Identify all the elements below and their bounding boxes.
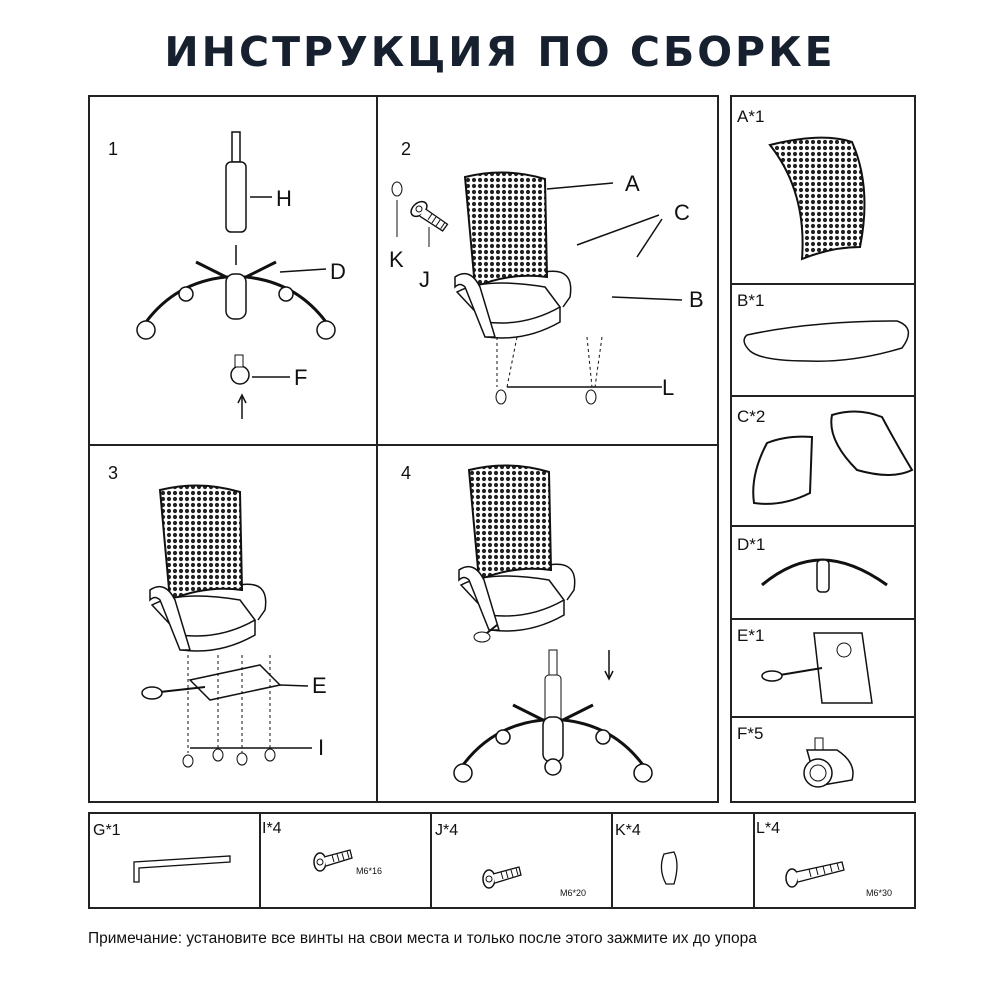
part-label: C*2 [737, 407, 766, 426]
callout-a: A [625, 171, 640, 196]
step-number: 2 [401, 139, 412, 159]
callout-h: H [276, 186, 292, 211]
final-assembly-illustration [452, 464, 654, 784]
gas-lift-base-illustration [135, 131, 337, 419]
bolt-icon [313, 849, 353, 872]
part-a: A*1 [732, 97, 914, 281]
callout-f: F [294, 365, 308, 390]
base-icon [761, 558, 888, 593]
hardware-g: G*1 [90, 814, 258, 907]
callout-j: J [419, 267, 430, 292]
hardware-i: I*4 M6*16 [260, 814, 429, 907]
bolt-size: M6*16 [356, 866, 383, 876]
part-d: D*1 [732, 525, 914, 617]
part-f: F*5 [732, 718, 914, 801]
callout-k: K [389, 247, 404, 272]
step-2: 2 A C B K J L [377, 97, 718, 442]
callout-d: D [330, 259, 346, 284]
callout-e: E [312, 673, 327, 698]
part-label: F*5 [737, 724, 764, 743]
hex-key-icon [133, 855, 231, 883]
chair-back-seat-illustration [391, 171, 683, 405]
assembly-steps-panel [88, 95, 719, 803]
step-number: 4 [401, 463, 412, 483]
hardware-label: L*4 [756, 820, 781, 837]
part-label: B*1 [737, 291, 765, 310]
mechanism-illustration [141, 484, 312, 768]
step-4: 4 [377, 445, 718, 800]
part-label: E*1 [737, 626, 765, 645]
hardware-l: L*4 M6*30 [754, 814, 914, 907]
page-title: ИНСТРУКЦИЯ ПО СБОРКЕ [164, 28, 836, 76]
seat-icon [743, 320, 910, 362]
callout-i: I [318, 735, 325, 760]
hardware-label: J*4 [435, 822, 459, 839]
backrest-icon [768, 136, 866, 261]
step-1: 1 H D F [90, 97, 374, 442]
callout-b: B [689, 287, 704, 312]
callout-l: L [662, 375, 675, 400]
step-number: 3 [108, 463, 119, 483]
parts-list-panel [730, 95, 916, 803]
armrests-icon [752, 410, 914, 505]
part-c: C*2 [732, 395, 914, 523]
hardware-j: J*4 M6*20 [431, 814, 610, 907]
bolt-size: M6*20 [560, 888, 587, 898]
part-label: A*1 [737, 107, 765, 126]
assembly-note: Примечание: установите все винты на свои… [88, 930, 757, 947]
callout-c: C [674, 200, 690, 225]
step-3: 3 E I [90, 445, 374, 800]
cap-icon [660, 851, 678, 885]
part-e: E*1 [732, 618, 914, 716]
long-bolt-icon [785, 861, 845, 888]
hardware-label: I*4 [262, 820, 282, 837]
step-number: 1 [108, 139, 119, 159]
part-label: D*1 [737, 535, 766, 554]
mechanism-icon [761, 632, 873, 704]
hardware-panel [88, 812, 916, 909]
hardware-k: K*4 [612, 814, 752, 907]
caster-icon [803, 737, 854, 788]
hardware-label: G*1 [93, 822, 121, 839]
bolt-size: M6*30 [866, 888, 893, 898]
hardware-label: K*4 [615, 822, 641, 839]
part-b: B*1 [732, 283, 914, 393]
